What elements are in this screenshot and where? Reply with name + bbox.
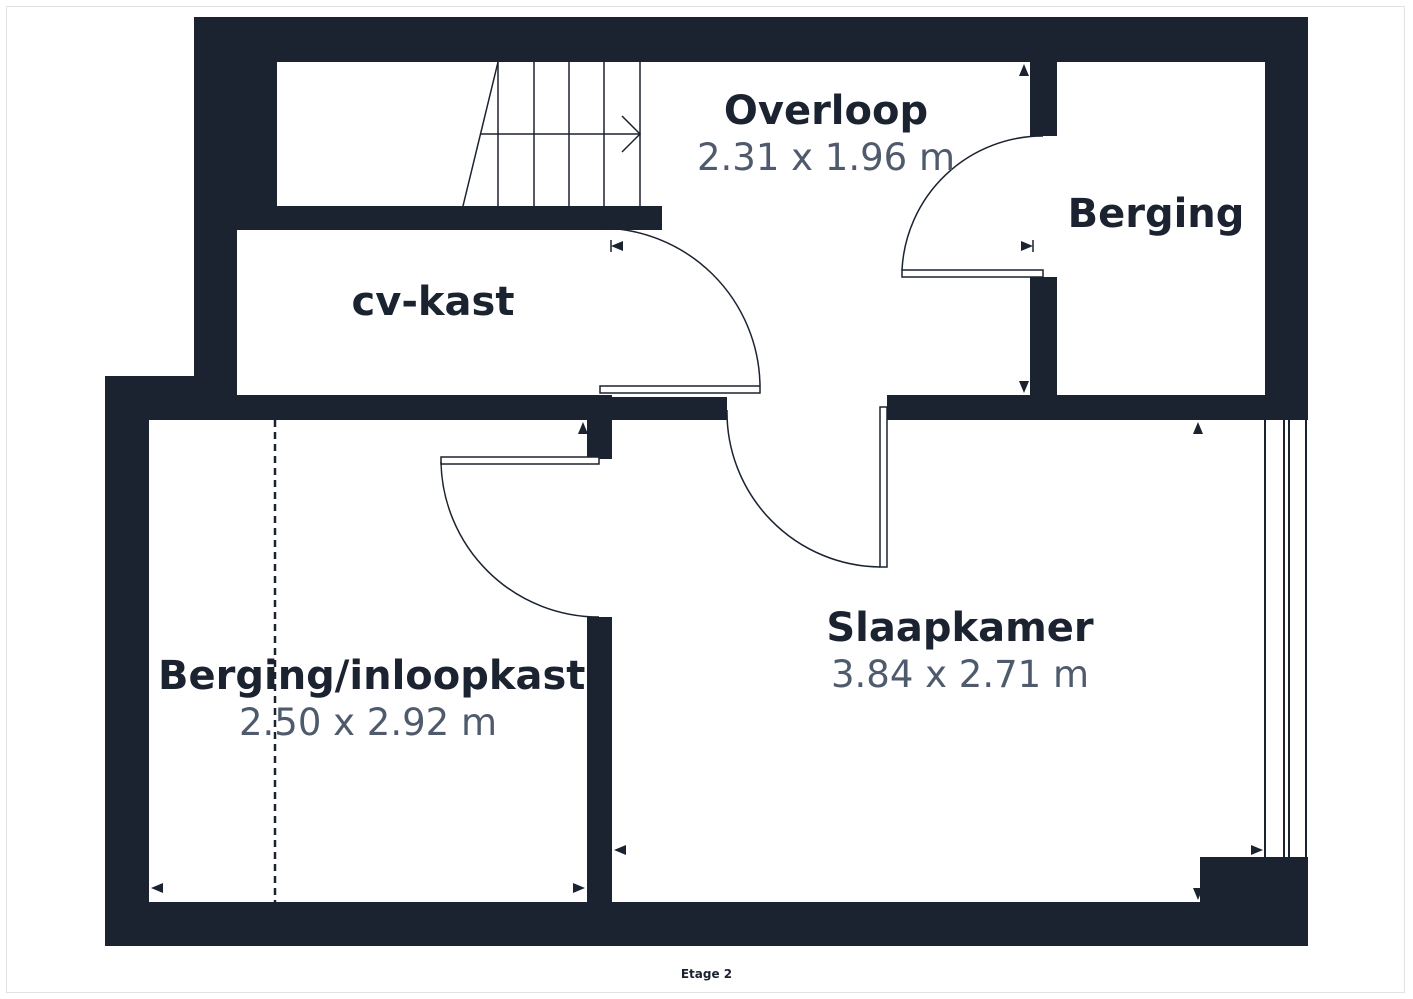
cvkast-door-gap-top (600, 230, 662, 240)
outer-walls (105, 17, 1308, 946)
berging-door-leaf (901, 269, 1044, 278)
slaapkamer-door-opening (727, 395, 887, 420)
stairs (462, 61, 642, 207)
room-dimensions: 3.84 x 2.71 m (831, 653, 1089, 696)
room-name: Berging/inloopkast (158, 653, 586, 699)
wall-stub-1 (587, 395, 612, 459)
doors (440, 135, 1044, 618)
inloopkast-door-opening (587, 459, 612, 617)
dimension-markers (151, 64, 1263, 900)
dimension-ticks (610, 240, 1034, 252)
inloopkast-door-swing (440, 461, 600, 618)
floor-label: Etage 2 (680, 967, 733, 981)
room-name: Berging (1067, 191, 1245, 237)
window-opening (1265, 420, 1308, 857)
room-slaapkamer: Slaapkamer 3.84 x 2.71 m (760, 604, 1160, 698)
wall-stubs (587, 395, 612, 902)
room-dimensions: 2.31 x 1.96 m (697, 136, 955, 179)
berging-door-opening (1030, 136, 1057, 277)
room-dimensions: 2.50 x 2.92 m (239, 701, 497, 744)
cvkast-door-leaf (599, 385, 761, 394)
room-cv-kast: cv-kast (283, 278, 583, 326)
window (1264, 420, 1307, 857)
slaapkamer-door-swing (726, 409, 881, 568)
room-berging: Berging (1056, 190, 1256, 238)
room-overloop: Overloop 2.31 x 1.96 m (626, 87, 1026, 181)
inloopkast-door-leaf (440, 456, 600, 465)
page-frame (6, 6, 1405, 993)
berging-door-swing (901, 135, 1044, 271)
room-name: Overloop (723, 88, 929, 134)
cvkast-door-swing (599, 227, 761, 387)
room-berging-inloopkast: Berging/inloopkast 2.50 x 2.92 m (158, 652, 586, 746)
cvkast-door-gap (600, 393, 760, 397)
openings (587, 136, 1308, 857)
room-name: cv-kast (351, 279, 515, 325)
slaapkamer-door-leaf (879, 406, 888, 568)
wall-stub-2 (587, 617, 612, 902)
room-name: Slaapkamer (826, 605, 1094, 651)
